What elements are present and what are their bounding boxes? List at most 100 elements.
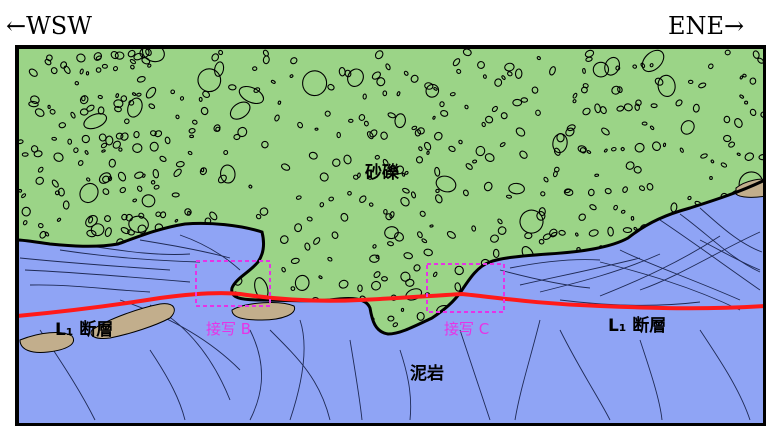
pebble [465, 163, 473, 170]
pebble [238, 85, 265, 105]
pebble [79, 182, 99, 204]
pebble [228, 84, 237, 91]
pebble [646, 183, 654, 191]
pebble [492, 248, 500, 259]
pebble [662, 142, 667, 148]
pebble [462, 48, 472, 57]
pebble [54, 190, 60, 196]
pebble [127, 49, 136, 58]
pebble [519, 209, 544, 234]
pebble [200, 167, 205, 173]
pebble [70, 111, 76, 119]
pebble [641, 121, 648, 126]
pebble [262, 49, 269, 57]
pebble [255, 213, 262, 220]
pebble [700, 153, 708, 159]
pebble [435, 175, 457, 193]
pebble [189, 134, 195, 139]
pebble [95, 55, 102, 61]
pebble [580, 86, 588, 94]
pebble [332, 158, 341, 167]
pebble [117, 171, 127, 182]
pebble [446, 230, 456, 239]
pebble [39, 230, 47, 239]
pebble [348, 118, 354, 123]
pebble [484, 153, 495, 163]
pebble [403, 70, 409, 76]
pebble [62, 200, 70, 210]
pebble [424, 82, 434, 90]
pebble [289, 74, 294, 78]
pebble [336, 131, 341, 139]
pebble [150, 180, 156, 185]
pebble [426, 150, 430, 155]
pebble [171, 192, 180, 198]
pebble [515, 127, 526, 137]
pebble [744, 152, 755, 161]
pebble [290, 57, 298, 65]
pebble [553, 147, 561, 156]
pebble [51, 136, 58, 141]
pebble [411, 125, 418, 131]
pebble [396, 91, 401, 97]
pebble [37, 166, 44, 173]
pebble [34, 108, 45, 117]
pebble [419, 210, 426, 217]
pebble [213, 124, 221, 132]
pebble [101, 63, 108, 69]
pebble [49, 108, 56, 115]
pebble [124, 118, 130, 125]
pebble [456, 68, 462, 74]
pebble [440, 109, 449, 117]
pebble [497, 226, 507, 235]
pebble [47, 104, 51, 110]
pebble [607, 226, 614, 237]
pebble [84, 150, 89, 155]
pebble [113, 99, 124, 108]
pebble [494, 78, 503, 87]
pebble [324, 110, 331, 117]
pebble [56, 217, 62, 222]
pebble [611, 85, 621, 95]
photo-box-c [426, 263, 505, 313]
pebble [417, 231, 423, 239]
pebble [371, 71, 381, 80]
pebble [616, 105, 625, 112]
pebble [435, 194, 443, 204]
pebble [504, 62, 515, 72]
pebble [433, 87, 438, 91]
pebble [482, 74, 487, 79]
pebble [599, 106, 607, 115]
pebble [475, 145, 486, 157]
pebble [277, 100, 282, 105]
pebble [357, 284, 363, 293]
pebble [347, 68, 364, 87]
pebble [174, 218, 179, 223]
pebble [634, 103, 640, 111]
pebble [147, 63, 152, 68]
pebble [331, 231, 339, 239]
pebble [501, 75, 506, 80]
pebble [90, 223, 105, 237]
pebble [369, 129, 378, 138]
pebble [594, 103, 601, 114]
pebble [327, 83, 335, 91]
pebble [148, 103, 156, 110]
pebble [202, 90, 211, 99]
pebble [115, 132, 124, 140]
pebble [728, 141, 736, 148]
pebble [214, 61, 225, 77]
pebble [394, 231, 404, 242]
label-photo-c: 接写 C [444, 320, 489, 338]
pebble [439, 101, 445, 108]
pebble [164, 136, 171, 145]
pebble [432, 115, 436, 120]
pebble [313, 237, 321, 245]
pebble [155, 211, 162, 217]
pebble [477, 61, 485, 69]
pebble [698, 82, 707, 89]
pebble [118, 147, 123, 152]
pebble [149, 141, 159, 152]
pebble [410, 191, 417, 199]
pebble [366, 131, 374, 140]
